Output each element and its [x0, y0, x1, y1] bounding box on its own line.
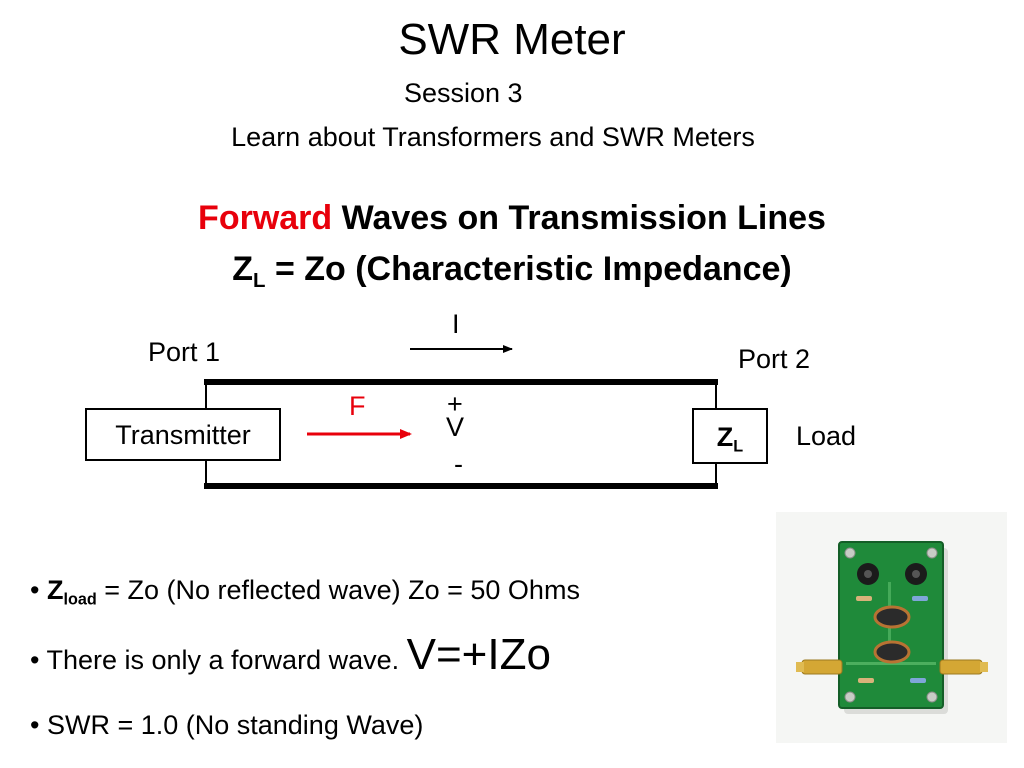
port-1-label: Port 1 [148, 337, 221, 367]
bullet-forward-wave: • There is only a forward wave. V=+IZo [30, 630, 551, 680]
session-label: Session 3 [404, 78, 523, 108]
ohms-law-equation: V=+IZo [406, 630, 551, 679]
bullet-dot: • [30, 575, 47, 605]
bullet-swr-text: • SWR = 1.0 (No standing Wave) [30, 710, 424, 740]
pcb-photo-illustration [796, 541, 988, 714]
slide-title: SWR Meter [398, 15, 626, 64]
zl-symbol: Z [716, 422, 734, 452]
current-label: I [452, 309, 460, 339]
z-load-subscript: load [63, 590, 97, 609]
bullet-zload-text: = Zo (No reflected wave) Zo = 50 Ohms [96, 575, 580, 605]
bullet-swr: • SWR = 1.0 (No standing Wave) [30, 710, 423, 741]
zl-subscript: L [733, 437, 744, 456]
plus-sign: + [447, 389, 463, 419]
swr-meter-pcb-photo [776, 512, 1007, 743]
z-subscript: L [253, 270, 266, 293]
load-label: Load [796, 421, 857, 451]
z-load-symbol: Z [46, 575, 64, 605]
bullet-zload: • Zload = Zo (No reflected wave) Zo = 50… [30, 575, 580, 610]
minus-sign: - [454, 449, 463, 479]
port-2-label: Port 2 [738, 344, 811, 374]
slide-subtitle: Learn about Transformers and SWR Meters [231, 122, 755, 152]
forward-label: F [349, 391, 366, 421]
impedance-text: = Zo (Characteristic Impedance) [265, 250, 792, 288]
heading-rest: Waves on Transmission Lines [332, 199, 826, 237]
transmitter-label: Transmitter [115, 420, 251, 450]
section-heading: Forward Waves on Transmission Lines [0, 199, 1024, 238]
impedance-heading: ZL = Zo (Characteristic Impedance) [0, 250, 1024, 293]
transmitter-box: Transmitter [85, 408, 281, 461]
forward-word: Forward [198, 199, 333, 237]
load-impedance-box: ZL [692, 408, 768, 464]
bullet-forward-text: • There is only a forward wave. [30, 645, 407, 675]
z-symbol: Z [232, 250, 254, 288]
voltage-label: V [446, 412, 465, 442]
